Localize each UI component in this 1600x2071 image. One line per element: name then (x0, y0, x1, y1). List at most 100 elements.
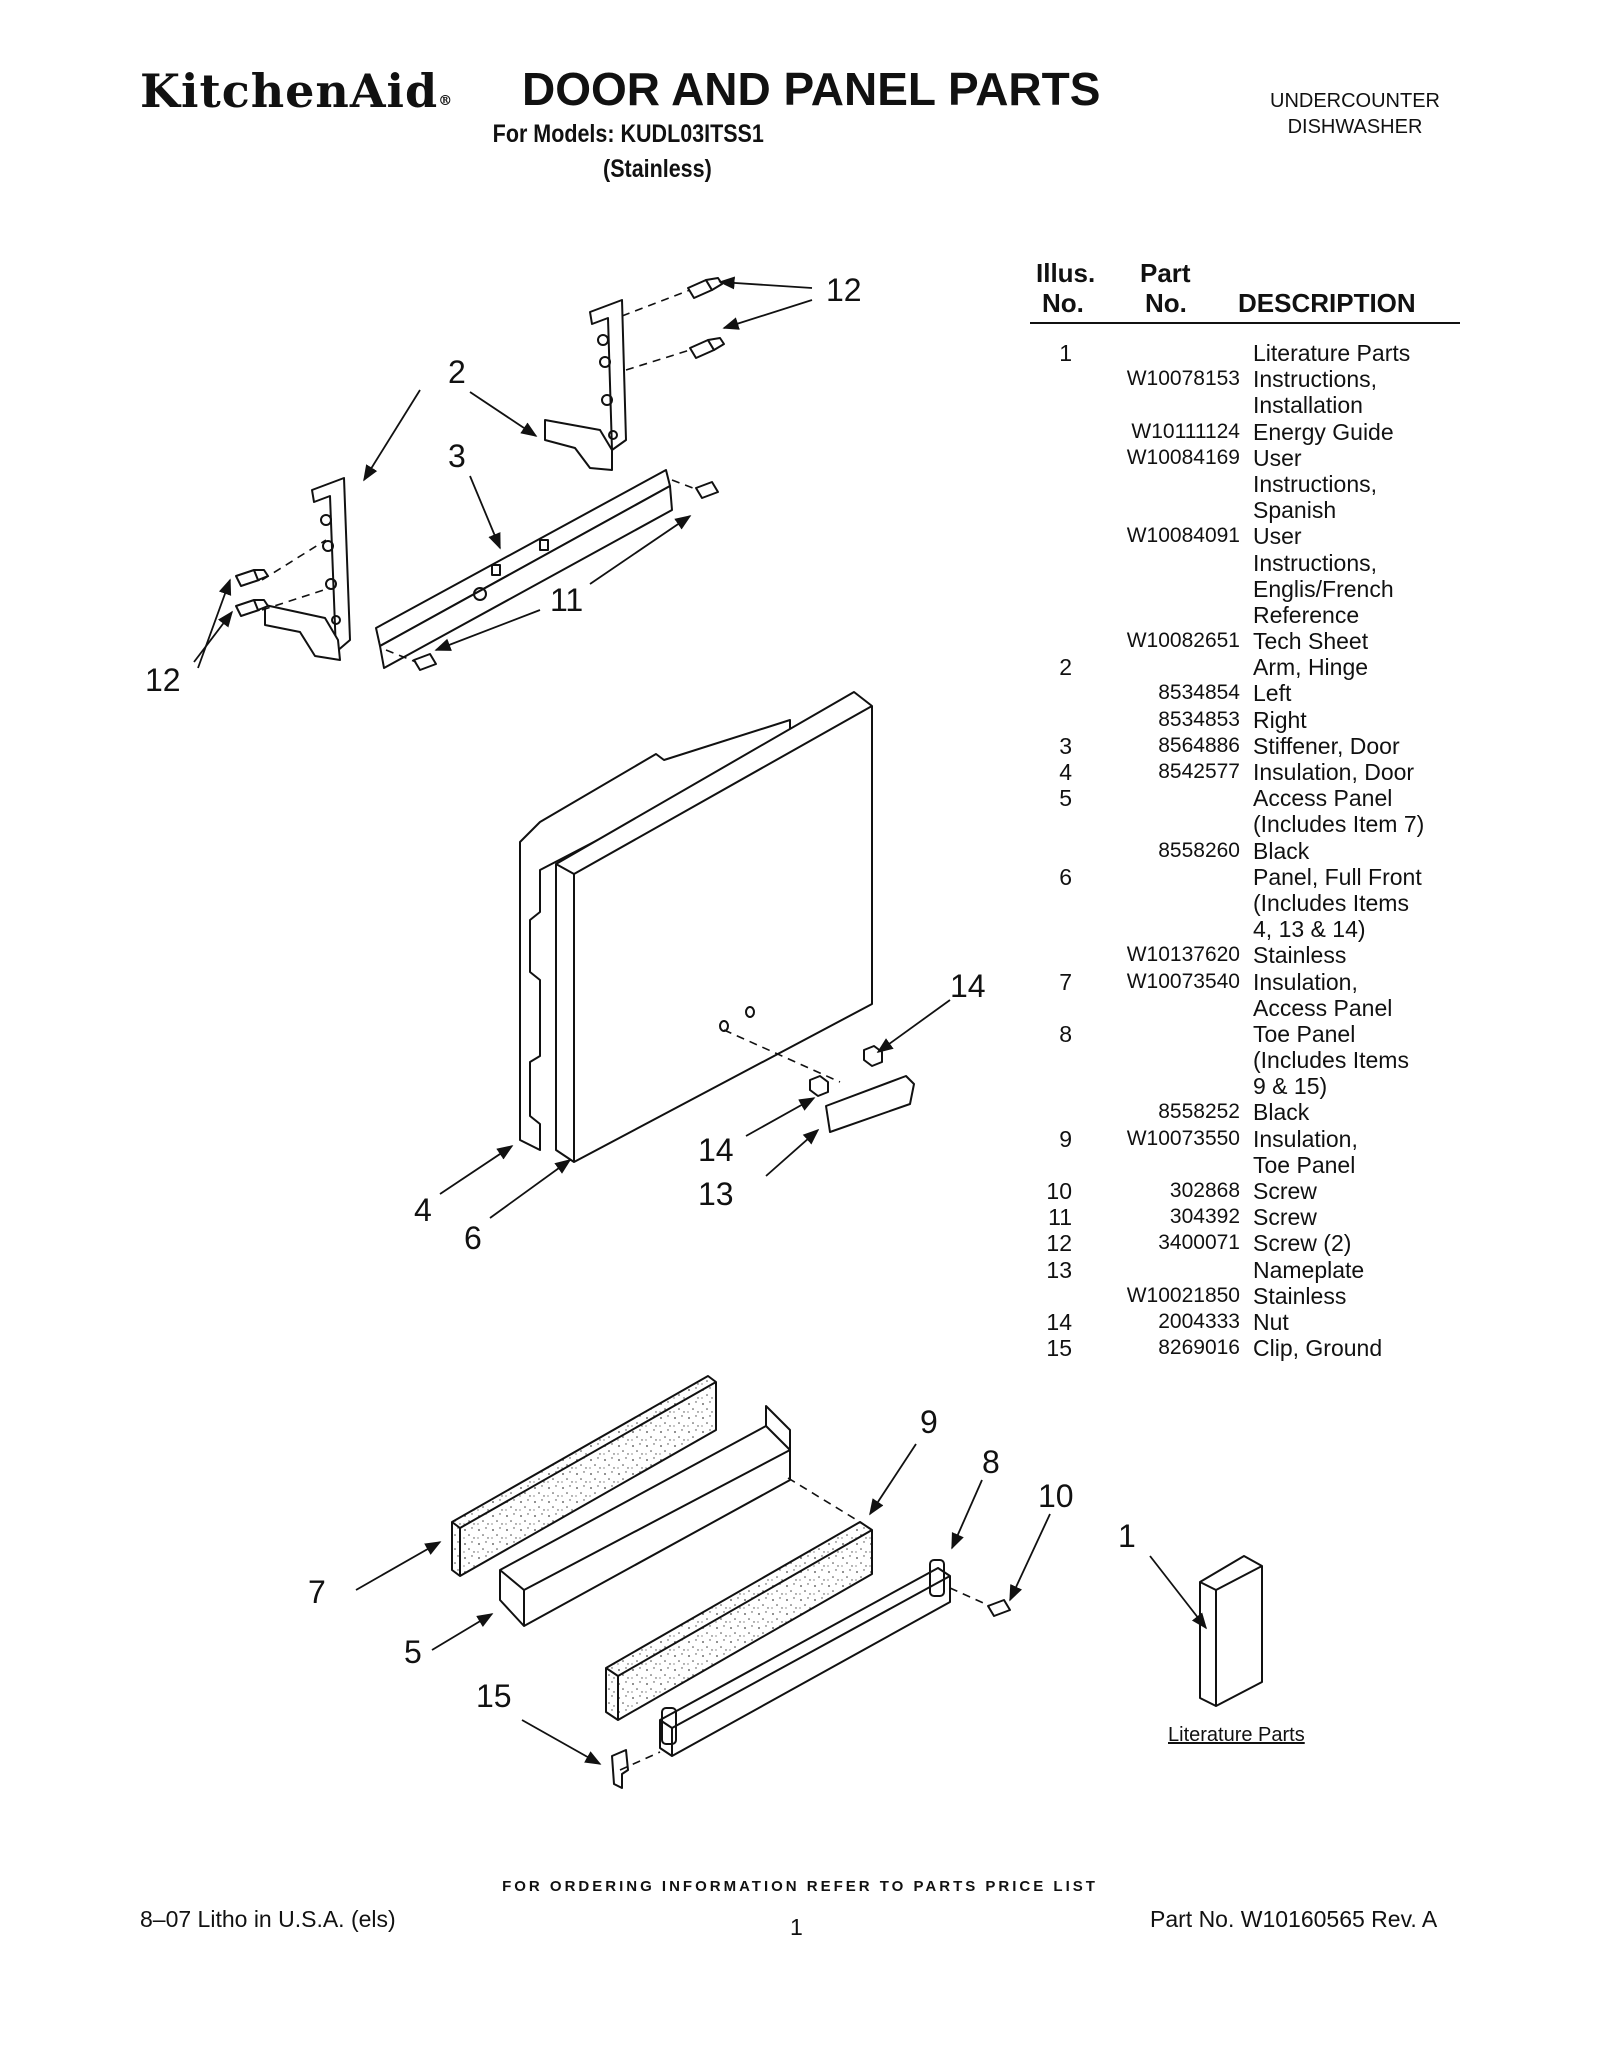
description: Nameplate (1253, 1256, 1365, 1283)
nut-and-nameplate (809, 1045, 915, 1133)
description: Tech Sheet (1253, 628, 1369, 655)
illus-number: 10 (1046, 1178, 1072, 1204)
document-part-number: Part No. W10160565 Rev. A (1150, 1906, 1438, 1932)
part-number: 8558260 (1158, 838, 1240, 862)
description: Access Panel (1253, 785, 1393, 812)
table-row: Installation (1030, 392, 1470, 418)
table-row: 4, 13 & 14) (1030, 916, 1470, 942)
table-row: 2 Arm, Hinge (1030, 654, 1470, 680)
description: Black (1253, 837, 1310, 864)
ordering-note: FOR ORDERING INFORMATION REFER TO PARTS … (502, 1878, 1098, 1895)
description: Arm, Hinge (1253, 654, 1369, 681)
door-stiffener (375, 469, 673, 669)
illus-number: 2 (1059, 654, 1072, 681)
description: (Includes Items (1253, 1047, 1409, 1074)
col-description-label: DESCRIPTION (1238, 288, 1416, 318)
table-row: 4 8542577 Insulation, Door (1030, 759, 1470, 785)
part-number: 3400071 (1158, 1231, 1240, 1255)
callout-4: 4 (414, 1192, 432, 1228)
literature-parts-label: Literature Parts (1168, 1724, 1305, 1746)
illus-number: 4 (1059, 759, 1072, 785)
table-row: (Includes Items (1030, 1047, 1470, 1073)
part-number: 8534853 (1158, 707, 1240, 731)
part-number: 8269016 (1158, 1336, 1240, 1360)
illus-number: 8 (1059, 1020, 1072, 1047)
table-row: Access Panel (1030, 995, 1470, 1021)
col-illus-label-1: Illus. (1036, 258, 1096, 288)
brand-logo: KitchenAid® (140, 64, 453, 118)
part-number: 8534854 (1158, 681, 1240, 705)
description: Toe Panel (1253, 1151, 1356, 1178)
part-number: W10084091 (1126, 524, 1240, 548)
description: Reference (1253, 601, 1360, 628)
table-row: 9 W10073550 Insulation, (1030, 1126, 1470, 1152)
illus-number: 12 (1046, 1230, 1072, 1257)
access-panel-insulation (451, 1375, 717, 1577)
part-number: W10073550 (1126, 1126, 1240, 1150)
illus-number: 1 (1059, 340, 1072, 366)
description: Screw (2) (1253, 1230, 1352, 1257)
table-row: 8 Toe Panel (1030, 1021, 1470, 1047)
illus-number: 9 (1059, 1125, 1072, 1152)
description: Insulation, (1253, 1125, 1358, 1152)
description: Toe Panel (1253, 1020, 1356, 1047)
brand-name: KitchenAid (140, 64, 439, 118)
part-number: 8542577 (1158, 760, 1240, 783)
illus-number: 6 (1059, 863, 1072, 890)
door-panel (555, 691, 873, 1163)
table-row: 12 3400071 Screw (2) (1030, 1230, 1470, 1256)
part-number: 304392 (1169, 1205, 1240, 1229)
screw-group (235, 277, 725, 671)
table-row: Spanish (1030, 497, 1470, 523)
literature-booklet (1199, 1555, 1263, 1707)
callout-7: 7 (308, 1574, 326, 1610)
table-row: Instructions, (1030, 471, 1470, 497)
table-row: Instructions, (1030, 550, 1470, 576)
illus-number: 3 (1059, 732, 1072, 759)
table-row: Toe Panel (1030, 1152, 1470, 1178)
product-type-line-2: DISHWASHER (1287, 116, 1423, 138)
leader-arrows (193, 276, 1207, 1765)
description: 4, 13 & 14) (1253, 916, 1366, 943)
callout-5: 5 (404, 1634, 422, 1670)
toe-panel (659, 1559, 951, 1757)
col-part-label-1: Part (1140, 258, 1191, 288)
illus-number: 7 (1059, 968, 1072, 995)
illus-number: 14 (1046, 1308, 1072, 1335)
description: Screw (1253, 1178, 1317, 1204)
callout-14-right: 14 (950, 968, 986, 1004)
description: Englis/French (1253, 575, 1394, 602)
part-number: W10137620 (1126, 943, 1240, 967)
callout-3: 3 (448, 438, 466, 474)
description: Nut (1253, 1308, 1289, 1335)
table-header-rule (1030, 322, 1460, 324)
product-type-line-1: UNDERCOUNTER (1270, 90, 1440, 112)
part-number: 302868 (1169, 1179, 1240, 1202)
description: Spanish (1253, 497, 1337, 524)
callout-8: 8 (982, 1444, 1000, 1480)
toe-screw (987, 1599, 1011, 1617)
page-number: 1 (790, 1914, 803, 1940)
col-illus-label-2: No. (1042, 288, 1084, 318)
description: Installation (1253, 392, 1363, 419)
table-row: (Includes Items (1030, 890, 1470, 916)
description: Insulation, Door (1253, 759, 1415, 785)
callout-6: 6 (464, 1220, 482, 1256)
finish-line: (Stainless) (603, 155, 712, 183)
illus-number: 11 (1048, 1204, 1072, 1231)
